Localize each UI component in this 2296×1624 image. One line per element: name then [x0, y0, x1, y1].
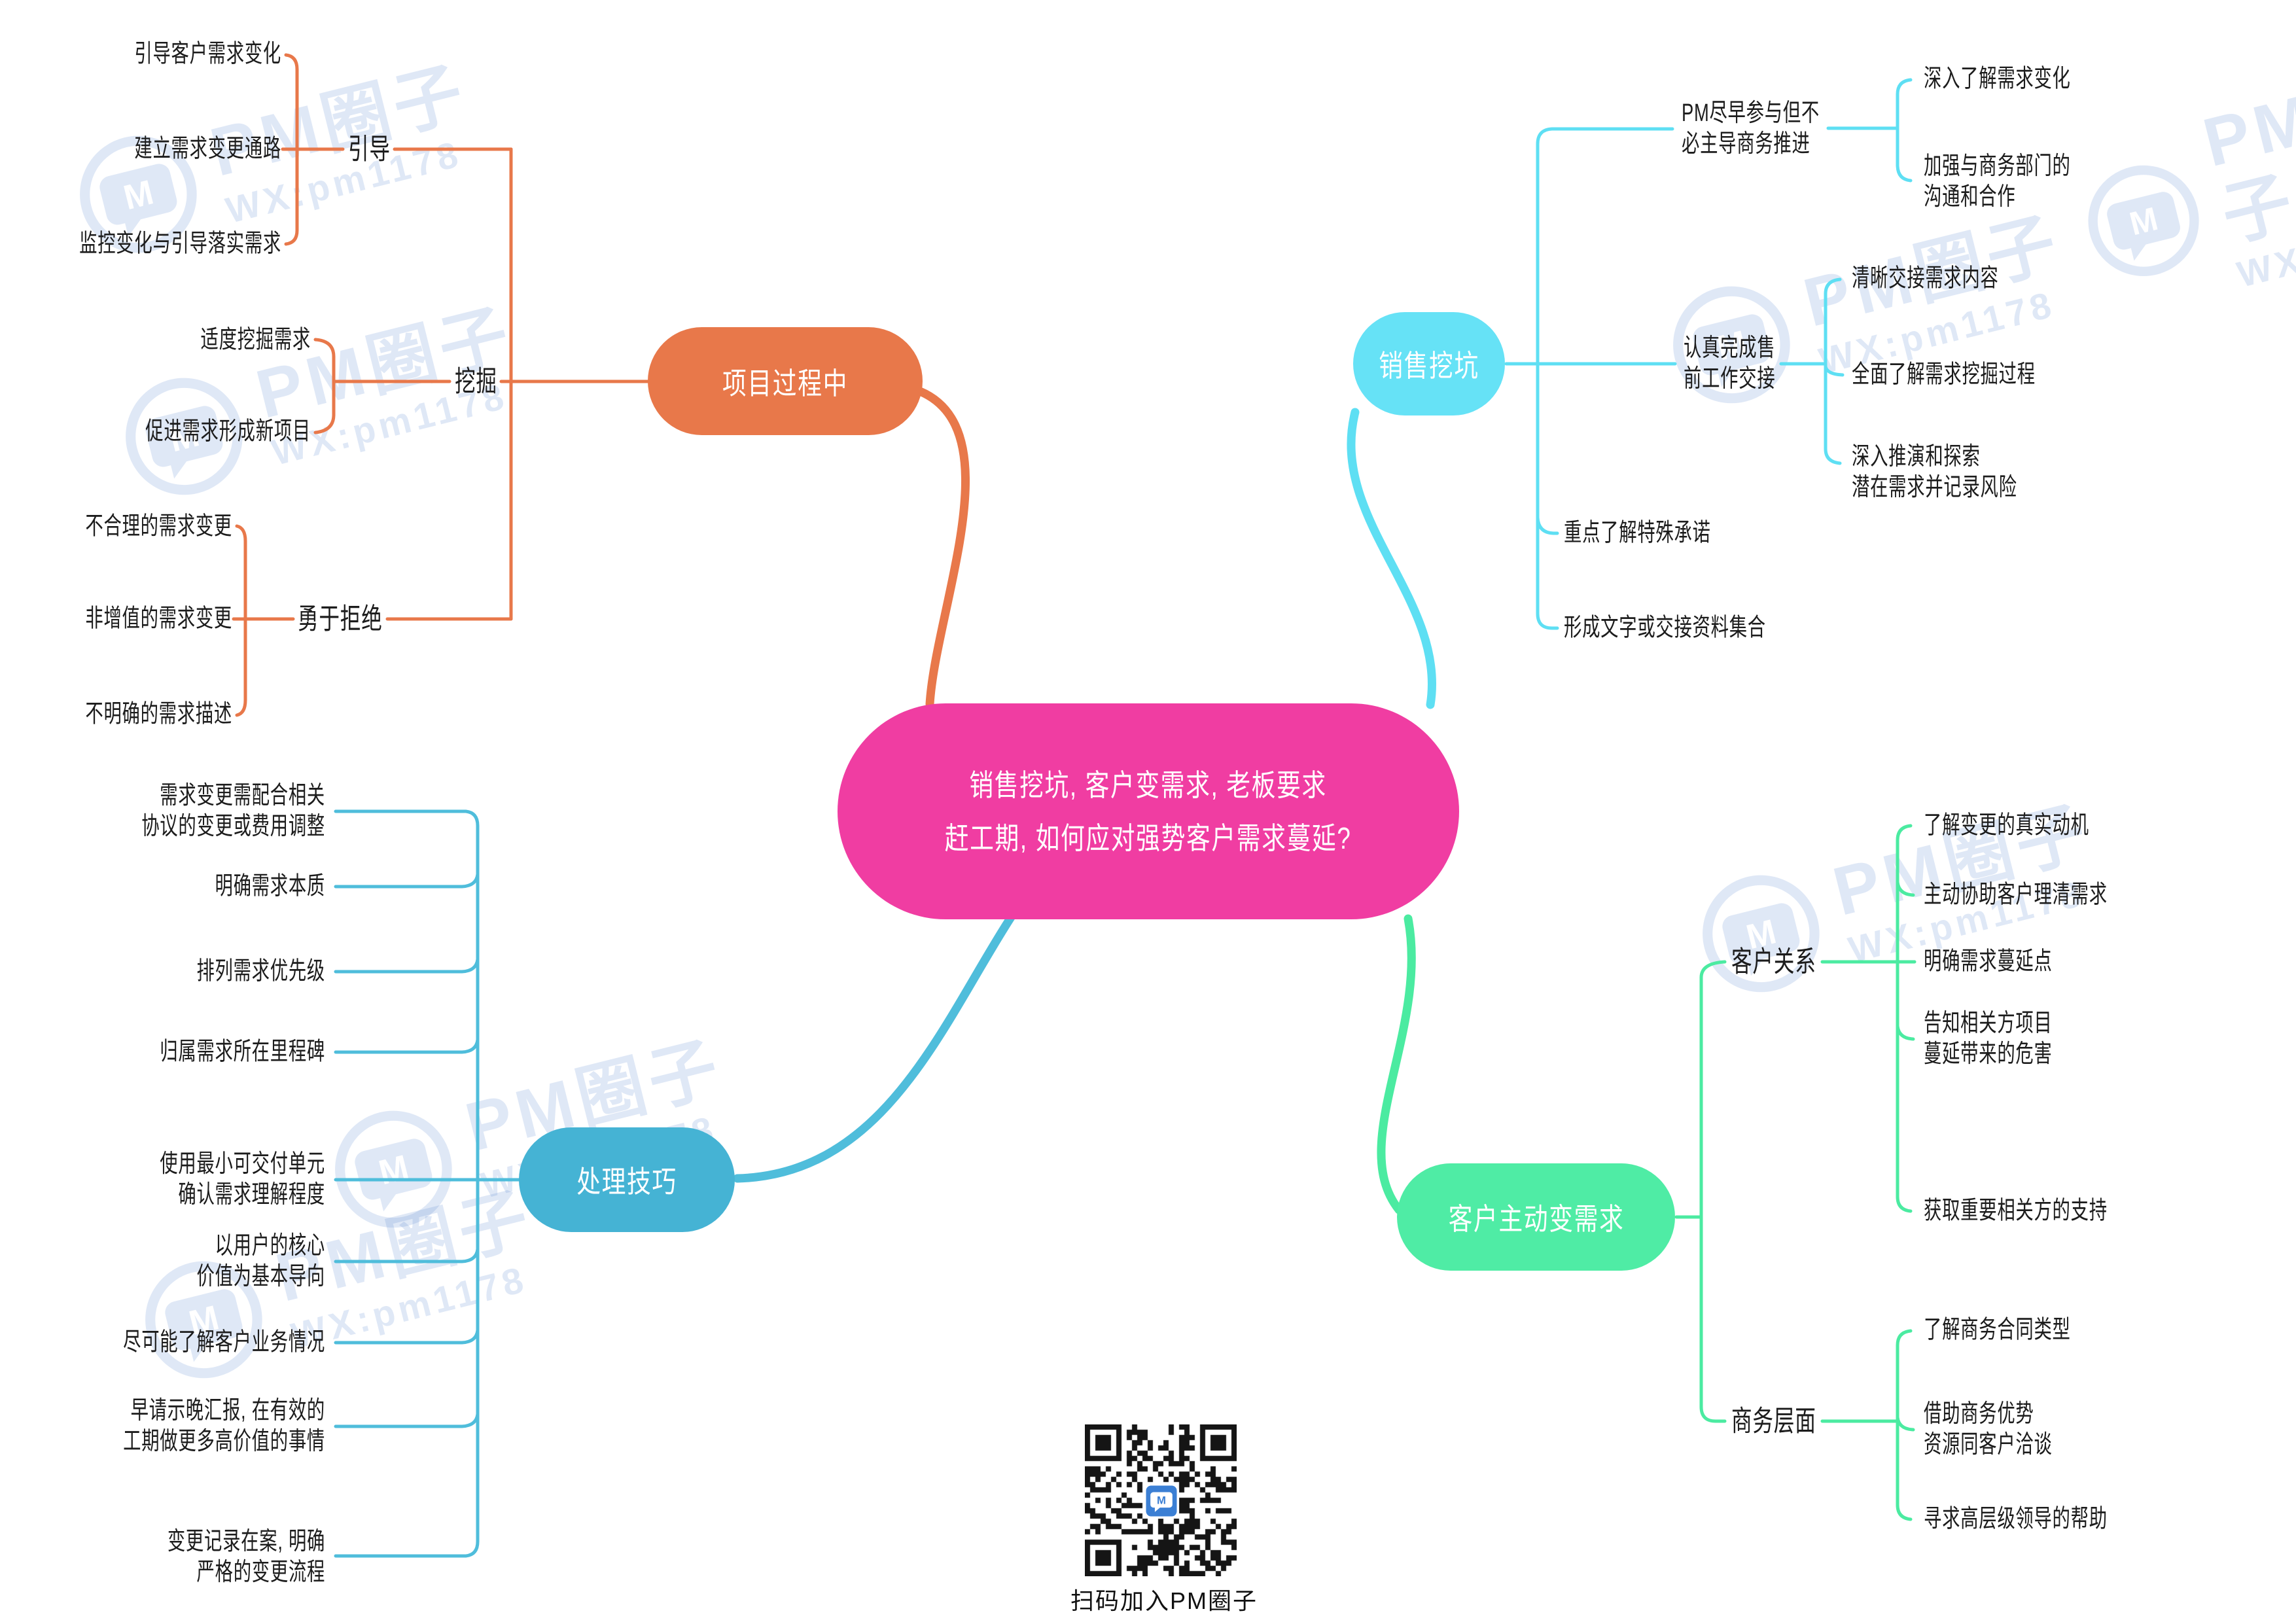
label-dare-to-refuse[interactable]: 勇于拒绝: [298, 603, 383, 635]
leaf-item[interactable]: 促进需求形成新项目: [145, 417, 311, 446]
leaf-item[interactable]: 明确需求蔓延点: [1924, 947, 2053, 976]
leaf-item[interactable]: 以用户的核心价值为基本导向: [196, 1232, 325, 1290]
leaf-item[interactable]: 深入推演和探索潜在需求并记录风险: [1852, 443, 2017, 501]
label-guidance[interactable]: 引导: [348, 133, 391, 166]
leaf-item[interactable]: 告知相关方项目蔓延带来的危害: [1924, 1010, 2053, 1068]
leaf-item[interactable]: 清晰交接需求内容: [1852, 264, 1999, 292]
qr-caption: 扫码加入PM圈子: [1070, 1587, 1258, 1614]
sub-topic[interactable]: 重点了解特殊承诺: [1564, 519, 1711, 547]
leaf-item[interactable]: 明确需求本质: [215, 872, 325, 900]
svg-text:M: M: [1157, 1494, 1166, 1506]
leaf-item[interactable]: 不明确的需求描述: [85, 700, 232, 728]
sub-topic[interactable]: 形成文字或交接资料集合: [1564, 614, 1766, 642]
leaf-item[interactable]: 加强与商务部门的沟通和合作: [1924, 152, 2071, 211]
node-customer-change[interactable]: 客户主动变需求: [1397, 1163, 1675, 1271]
leaf-item[interactable]: 了解商务合同类型: [1924, 1316, 2071, 1344]
qr-center-logo-icon: M: [1144, 1483, 1179, 1519]
label-business-level[interactable]: 商务层面: [1731, 1405, 1816, 1438]
leaf-item[interactable]: 尽可能了解客户业务情况: [123, 1328, 325, 1356]
leaf-item[interactable]: 借助商务优势资源同客户洽谈: [1924, 1400, 2053, 1458]
leaf-item[interactable]: 早请示晚汇报, 在有效的工期做更多高价值的事情: [123, 1397, 325, 1455]
node-project-process[interactable]: 项目过程中: [648, 327, 923, 435]
sub-topic[interactable]: PM尽早参与但不必主导商务推进: [1682, 99, 1820, 158]
label-customer-relations[interactable]: 客户关系: [1731, 945, 1816, 978]
leaf-item[interactable]: 适度挖掘需求: [200, 326, 311, 354]
label-digging[interactable]: 挖掘: [455, 365, 497, 398]
leaf-item[interactable]: 寻求高层级领导的帮助: [1924, 1505, 2108, 1533]
leaf-item[interactable]: 使用最小可交付单元确认需求理解程度: [160, 1150, 325, 1209]
node-handling-skills[interactable]: 处理技巧: [519, 1127, 735, 1232]
leaf-item[interactable]: 获取重要相关方的支持: [1924, 1197, 2108, 1225]
leaf-item[interactable]: 了解变更的真实动机: [1924, 811, 2089, 839]
leaf-item[interactable]: 归属需求所在里程碑: [160, 1038, 325, 1066]
sub-topic[interactable]: 认真完成售前工作交接: [1684, 334, 1776, 393]
leaf-item[interactable]: 深入了解需求变化: [1924, 65, 2071, 93]
leaf-item[interactable]: 不合理的需求变更: [85, 512, 232, 540]
leaf-item[interactable]: 建立需求变更通路: [134, 135, 281, 163]
leaf-item[interactable]: 引导客户需求变化: [134, 40, 281, 68]
leaf-item[interactable]: 监控变化与引导落实需求: [79, 230, 281, 258]
leaf-item[interactable]: 排列需求优先级: [196, 957, 325, 985]
leaf-item[interactable]: 需求变更需配合相关协议的变更或费用调整: [141, 782, 325, 840]
leaf-item[interactable]: 主动协助客户理清需求: [1924, 881, 2108, 909]
leaf-item[interactable]: 变更记录在案, 明确严格的变更流程: [167, 1528, 325, 1586]
central-topic-node[interactable]: 销售挖坑, 客户变需求, 老板要求 赶工期, 如何应对强势客户需求蔓延?: [838, 703, 1459, 919]
node-sales-pitfall[interactable]: 销售挖坑: [1353, 312, 1505, 415]
leaf-item[interactable]: 非增值的需求变更: [85, 605, 232, 633]
leaf-item[interactable]: 全面了解需求挖掘过程: [1852, 361, 2036, 389]
